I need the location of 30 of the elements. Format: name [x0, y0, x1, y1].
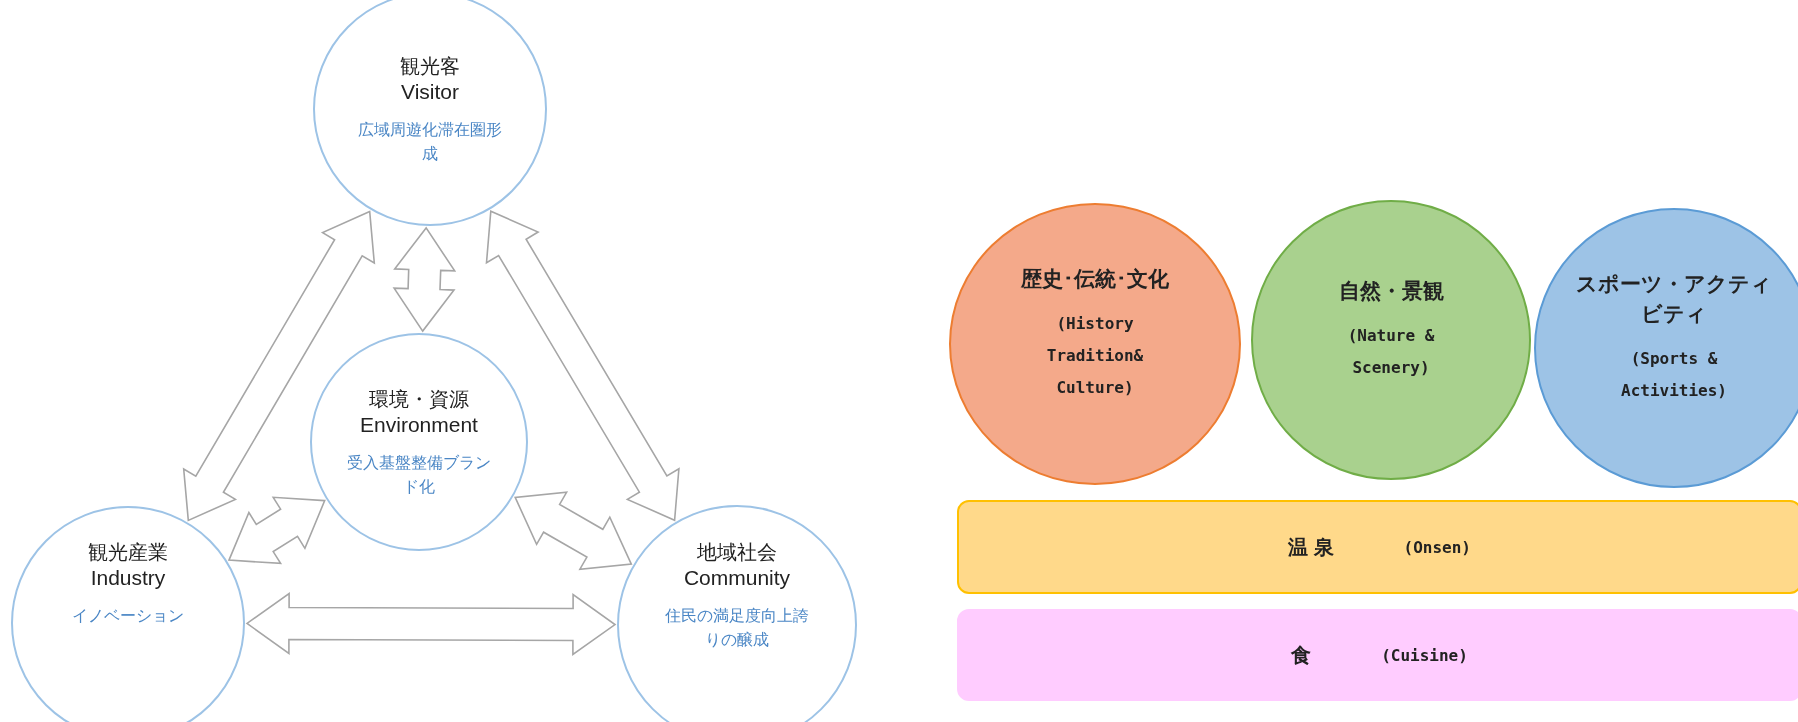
theme-subtitle: (Sports & Activities)	[1620, 348, 1728, 402]
heading-text: Visitor	[401, 79, 459, 104]
heading-text: 観光客	[400, 53, 460, 79]
double-arrow	[485, 210, 680, 522]
theme-subtitle: (Onsen)	[1403, 537, 1471, 557]
theme-title: 食	[1291, 642, 1312, 668]
heading-text: 観光産業	[88, 539, 168, 565]
double-arrow	[514, 491, 633, 571]
theme-title: 歴史･伝統･文化	[1020, 266, 1170, 292]
theme-title: スポーツ・アクティビティ	[1575, 271, 1773, 327]
double-arrow	[182, 210, 376, 522]
heading-text: Industry	[90, 565, 166, 590]
theme-title: 自然・景観	[1337, 278, 1445, 304]
heading-text: 地域社会	[697, 539, 777, 565]
heading-text: 環境・資源	[369, 386, 469, 412]
theme-subtitle: (Nature & Scenery)	[1346, 325, 1436, 379]
double-arrow	[392, 226, 457, 333]
theme-subtitle: (History Tradition& Culture)	[1045, 313, 1145, 399]
goal-text: 広域周遊化滞在圏形成	[357, 119, 503, 164]
theme-band	[957, 500, 1798, 594]
goal-text: イノベーション	[71, 605, 185, 626]
double-arrow	[227, 496, 326, 565]
goal-text: 住民の満足度向上誇りの醸成	[664, 605, 810, 650]
goal-text: 受入基盤整備ブランド化	[346, 452, 492, 497]
heading-text: Environment	[360, 412, 478, 437]
theme-band	[957, 609, 1798, 701]
double-arrow	[245, 591, 617, 657]
theme-subtitle: (Cuisine)	[1381, 645, 1468, 665]
theme-title: 温 泉	[1288, 534, 1334, 560]
heading-text: Community	[683, 565, 791, 590]
